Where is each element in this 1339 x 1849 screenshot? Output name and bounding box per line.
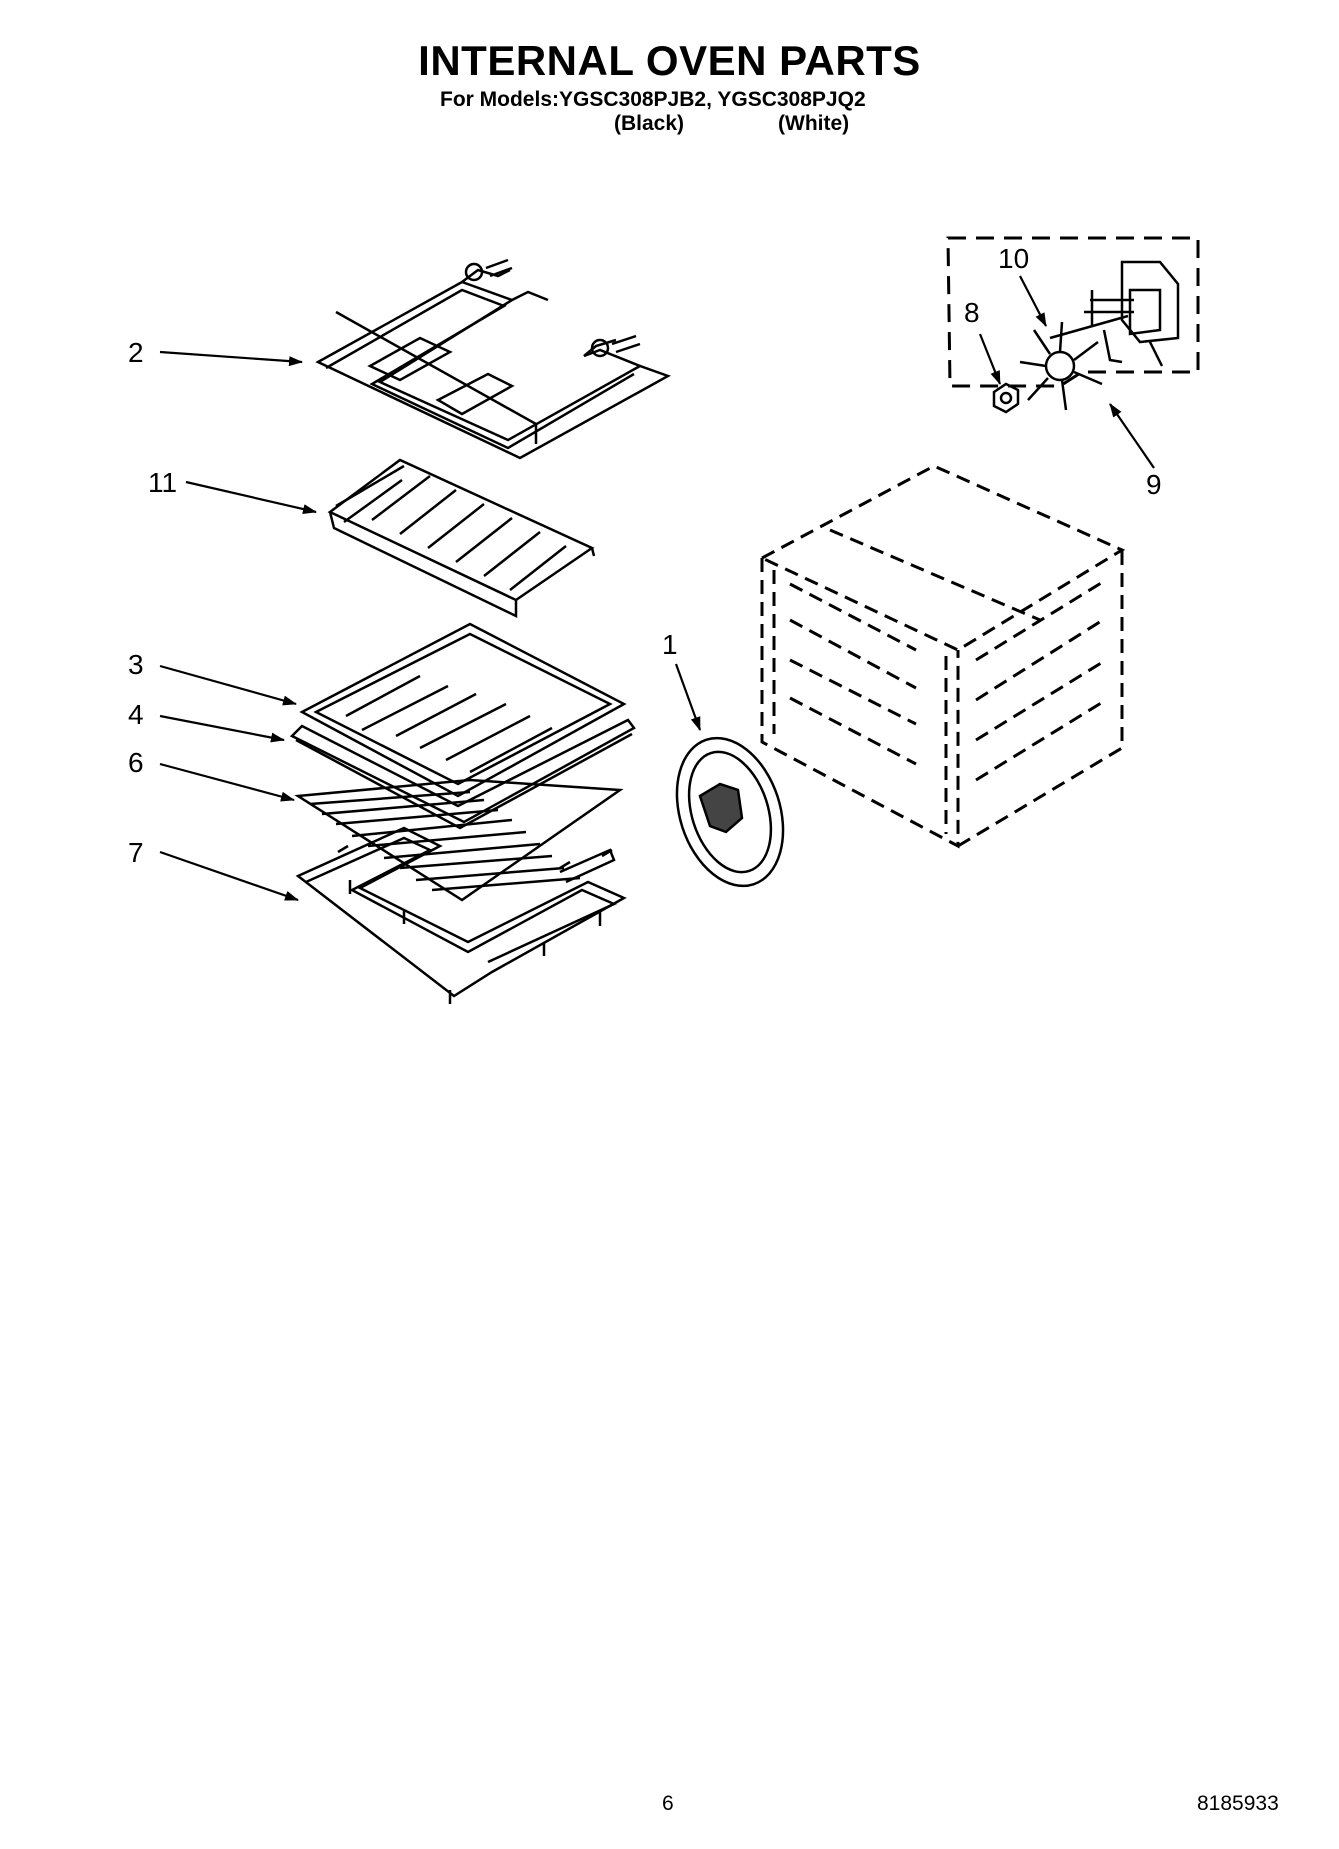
page-title: INTERNAL OVEN PARTS bbox=[418, 37, 921, 84]
arrow-6 bbox=[159, 762, 295, 802]
arrow-7 bbox=[159, 850, 299, 902]
baffle-part bbox=[327, 458, 596, 618]
document-number: 8185933 bbox=[1197, 1792, 1279, 1815]
callout-3: 3 bbox=[128, 649, 144, 680]
callout-10: 10 bbox=[998, 243, 1029, 274]
callout-1: 1 bbox=[662, 629, 678, 660]
oven-rack-part bbox=[294, 778, 624, 902]
arrow-10 bbox=[1019, 275, 1047, 327]
callout-9: 9 bbox=[1146, 469, 1162, 500]
arrow-11 bbox=[185, 480, 317, 514]
callout-4: 4 bbox=[128, 699, 144, 730]
callout-11: 11 bbox=[148, 467, 177, 498]
oven-cavity-outline bbox=[758, 464, 1126, 849]
arrow-3 bbox=[159, 664, 297, 706]
nut-part bbox=[992, 382, 1020, 414]
arrow-1 bbox=[674, 663, 702, 731]
page-title-block: INTERNAL OVEN PARTS bbox=[0, 38, 1339, 84]
fan-cover-part bbox=[675, 736, 785, 888]
callout-arrows bbox=[159, 275, 1155, 902]
broil-element-part bbox=[315, 258, 672, 460]
fan-blade-part bbox=[1019, 321, 1103, 411]
broiler-pan-part bbox=[289, 622, 636, 830]
arrow-4 bbox=[159, 714, 285, 743]
variant-white-label: (White) bbox=[778, 112, 850, 135]
bake-element-part bbox=[295, 826, 627, 1004]
variant-black-label: (Black) bbox=[614, 112, 685, 135]
page-number: 6 bbox=[662, 1792, 674, 1815]
callout-2: 2 bbox=[128, 337, 144, 368]
models-line: For Models:YGSC308PJB2, YGSC308PJQ2 bbox=[440, 88, 866, 111]
arrow-2 bbox=[159, 350, 303, 367]
callout-8: 8 bbox=[964, 297, 980, 328]
fan-motor-part bbox=[1049, 260, 1180, 367]
callout-6: 6 bbox=[128, 747, 144, 778]
arrow-9 bbox=[1109, 403, 1155, 469]
arrow-8 bbox=[978, 333, 1002, 385]
callout-7: 7 bbox=[128, 837, 144, 868]
